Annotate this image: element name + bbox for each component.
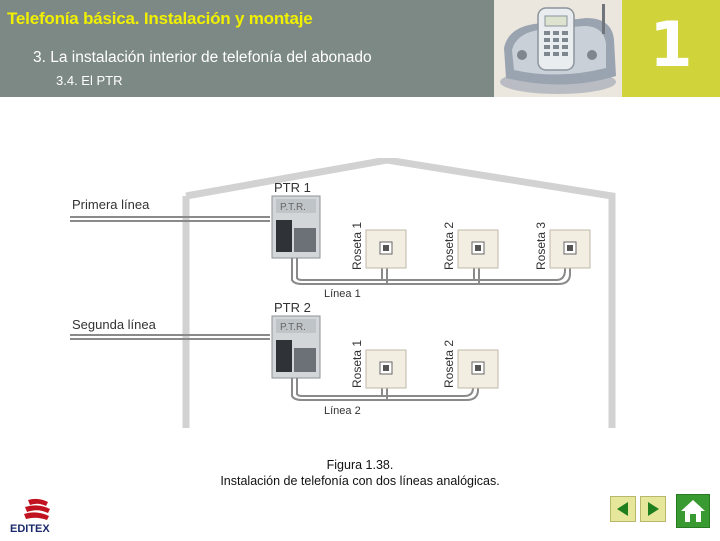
roseta-2-lower	[458, 350, 498, 388]
line1-label: Línea 1	[324, 288, 361, 300]
next-button[interactable]	[640, 496, 666, 522]
editex-logo-text: EDITEX	[10, 523, 50, 535]
roseta-2-lower-label: Roseta 2	[442, 340, 456, 388]
chapter-indicator: 1	[622, 0, 720, 97]
roseta-1-upper-label: Roseta 1	[350, 222, 364, 270]
home-icon	[677, 495, 709, 527]
subsection-heading: 3.4. El PTR	[56, 73, 122, 88]
page-title: Telefonía básica. Instalación y montaje	[7, 9, 313, 29]
installation-figure: Primera línea Segunda línea PTR 1 P.T.R.…	[62, 158, 652, 428]
figure-caption: Figura 1.38. Instalación de telefonía co…	[160, 457, 560, 489]
roseta-1-lower-label: Roseta 1	[350, 340, 364, 388]
ptr1-plate: P.T.R.	[280, 202, 306, 213]
roseta-1-lower	[366, 350, 406, 388]
header-bar: Telefonía básica. Instalación y montaje …	[0, 0, 720, 97]
first-line-label: Primera línea	[72, 197, 150, 212]
ptr2-device: P.T.R.	[272, 316, 320, 378]
roseta-3-upper-label: Roseta 3	[534, 222, 548, 270]
line2-label: Línea 2	[324, 405, 361, 417]
ptr2-label: PTR 2	[274, 300, 311, 315]
previous-button[interactable]	[610, 496, 636, 522]
home-button[interactable]	[676, 494, 710, 528]
ptr1-device: P.T.R.	[272, 196, 320, 258]
ptr1-label: PTR 1	[274, 180, 311, 195]
editex-logo: EDITEX	[8, 498, 68, 536]
next-arrow-icon	[641, 497, 665, 521]
second-line-label: Segunda línea	[72, 317, 157, 332]
roseta-3-upper	[550, 230, 590, 268]
telephone-photo	[494, 0, 622, 97]
previous-arrow-icon	[611, 497, 635, 521]
roseta-2-upper-label: Roseta 2	[442, 222, 456, 270]
caption-title: Figura 1.38.	[160, 457, 560, 473]
roseta-2-upper	[458, 230, 498, 268]
editex-logo-icon	[24, 499, 50, 520]
ptr2-plate: P.T.R.	[280, 322, 306, 333]
chapter-number: 1	[622, 8, 720, 81]
section-heading: 3. La instalación interior de telefonía …	[33, 49, 372, 67]
roseta-1-upper	[366, 230, 406, 268]
caption-text: Instalación de telefonía con dos líneas …	[160, 473, 560, 489]
